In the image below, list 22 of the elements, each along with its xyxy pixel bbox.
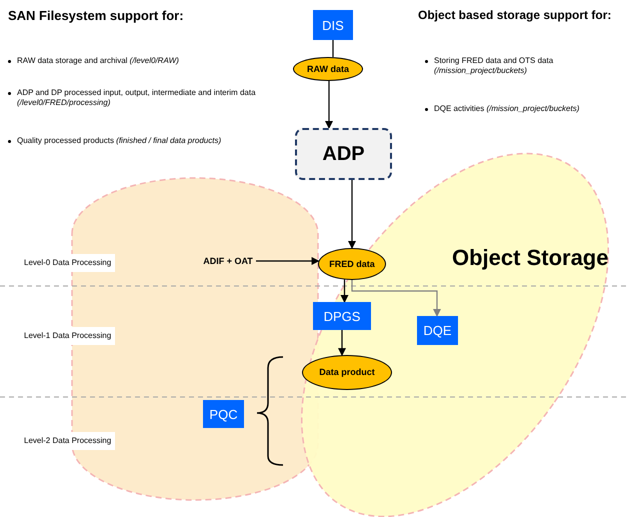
input-text: ADIF + OAT (200, 252, 256, 270)
arrow (325, 81, 333, 129)
process-box: ADP (295, 128, 392, 180)
arrow (348, 180, 356, 249)
data-ellipse: FRED data (318, 248, 386, 280)
arrow (340, 280, 348, 303)
region-title: Object Storage (452, 244, 608, 272)
process-box: PQC (203, 400, 244, 428)
process-box: DIS (313, 10, 353, 40)
arrow (256, 257, 320, 265)
process-box: DQE (417, 316, 458, 345)
arrow (351, 280, 441, 317)
data-ellipse: RAW data (293, 57, 363, 81)
bullet-text: Storing FRED data and OTS data (/mission_project/buckets) (434, 56, 554, 76)
bullet-text: Quality processed products (finished / final data products) (17, 136, 222, 146)
bullet-text: RAW data storage and archival (/level0/RAW) (17, 56, 179, 66)
bullet-text: DQE activities (/mission_project/buckets) (434, 104, 580, 114)
section-heading: Object based storage support for: (418, 8, 612, 23)
bullet-text: ADP and DP processed input, output, intermediate and interim data (/level0/FRED/processing) (17, 88, 257, 108)
process-box: DPGS (313, 302, 371, 330)
section-heading: SAN Filesystem support for: (8, 8, 184, 24)
arrow (338, 330, 346, 356)
